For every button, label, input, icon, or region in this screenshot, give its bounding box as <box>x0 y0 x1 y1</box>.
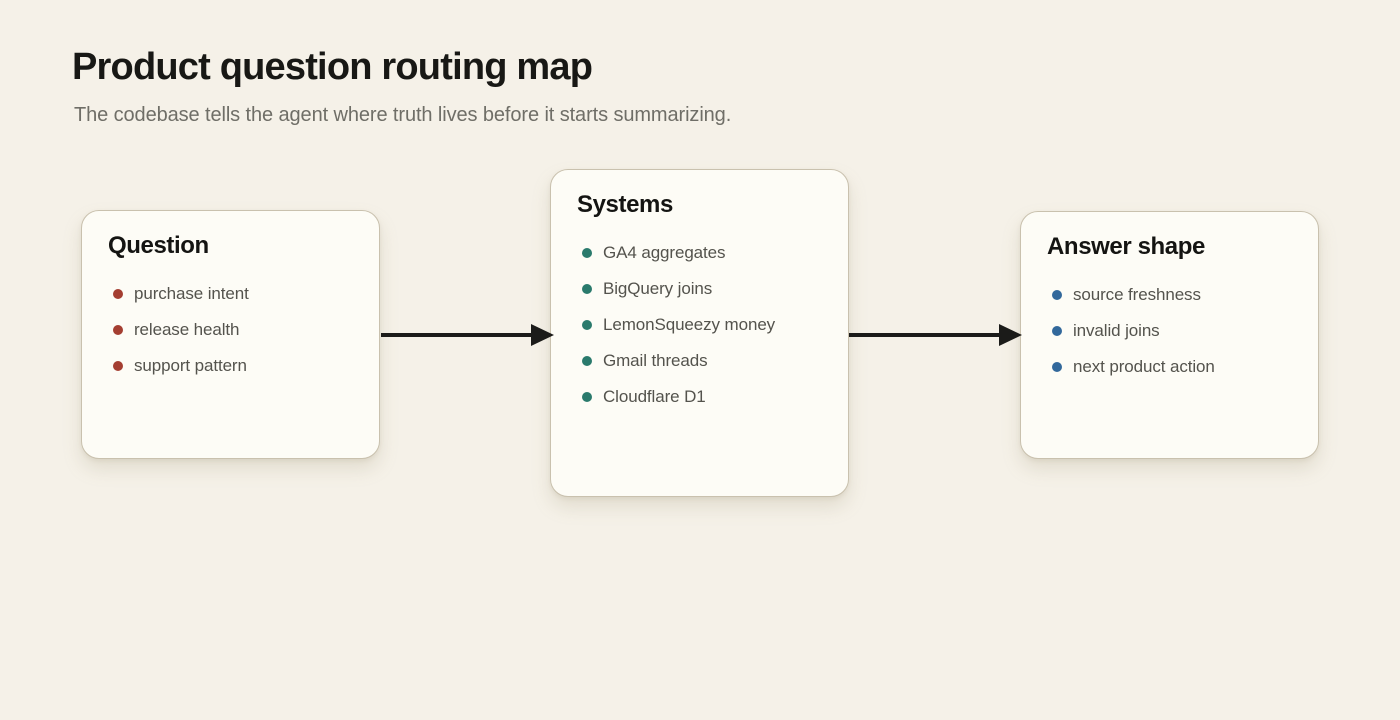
arrow-question-to-systems-icon <box>381 324 554 346</box>
list-item: purchase intent <box>108 276 353 312</box>
list-item-label: Gmail threads <box>603 351 708 370</box>
bullet-dot-icon <box>582 248 592 258</box>
page-title: Product question routing map <box>72 46 593 88</box>
systems-card-title: Systems <box>577 191 673 218</box>
list-item: Cloudflare D1 <box>577 379 822 415</box>
bullet-dot-icon <box>1052 290 1062 300</box>
systems-card: Systems GA4 aggregates BigQuery joins Le… <box>550 169 849 497</box>
list-item: GA4 aggregates <box>577 235 822 271</box>
question-list: purchase intent release health support p… <box>108 276 353 384</box>
page-header: Product question routing map The codebas… <box>72 46 731 127</box>
list-item: support pattern <box>108 348 353 384</box>
list-item-label: GA4 aggregates <box>603 243 726 262</box>
list-item: source freshness <box>1047 277 1292 313</box>
bullet-dot-icon <box>582 356 592 366</box>
list-item-label: Cloudflare D1 <box>603 387 706 406</box>
answer-shape-card-title: Answer shape <box>1047 233 1205 260</box>
list-item-label: invalid joins <box>1073 321 1160 340</box>
list-item: BigQuery joins <box>577 271 822 307</box>
bullet-dot-icon <box>1052 326 1062 336</box>
list-item-label: release health <box>134 320 240 339</box>
systems-list: GA4 aggregates BigQuery joins LemonSquee… <box>577 235 822 415</box>
page-subtitle: The codebase tells the agent where truth… <box>74 103 732 126</box>
list-item: LemonSqueezy money <box>577 307 822 343</box>
list-item: invalid joins <box>1047 313 1292 349</box>
bullet-dot-icon <box>1052 362 1062 372</box>
arrow-systems-to-answer-icon <box>849 324 1022 346</box>
list-item-label: purchase intent <box>134 284 249 303</box>
list-item-label: source freshness <box>1073 285 1201 304</box>
list-item: Gmail threads <box>577 343 822 379</box>
question-card: Question purchase intent release health … <box>81 210 380 459</box>
bullet-dot-icon <box>582 284 592 294</box>
bullet-dot-icon <box>582 320 592 330</box>
list-item-label: BigQuery joins <box>603 279 713 298</box>
answer-shape-list: source freshness invalid joins next prod… <box>1047 277 1292 385</box>
bullet-dot-icon <box>113 361 123 371</box>
list-item: release health <box>108 312 353 348</box>
bullet-dot-icon <box>113 289 123 299</box>
list-item-label: next product action <box>1073 357 1215 376</box>
answer-shape-card: Answer shape source freshness invalid jo… <box>1020 211 1319 459</box>
list-item-label: LemonSqueezy money <box>603 315 776 334</box>
list-item-label: support pattern <box>134 356 247 375</box>
list-item: next product action <box>1047 349 1292 385</box>
bullet-dot-icon <box>113 325 123 335</box>
question-card-title: Question <box>108 232 209 259</box>
bullet-dot-icon <box>582 392 592 402</box>
